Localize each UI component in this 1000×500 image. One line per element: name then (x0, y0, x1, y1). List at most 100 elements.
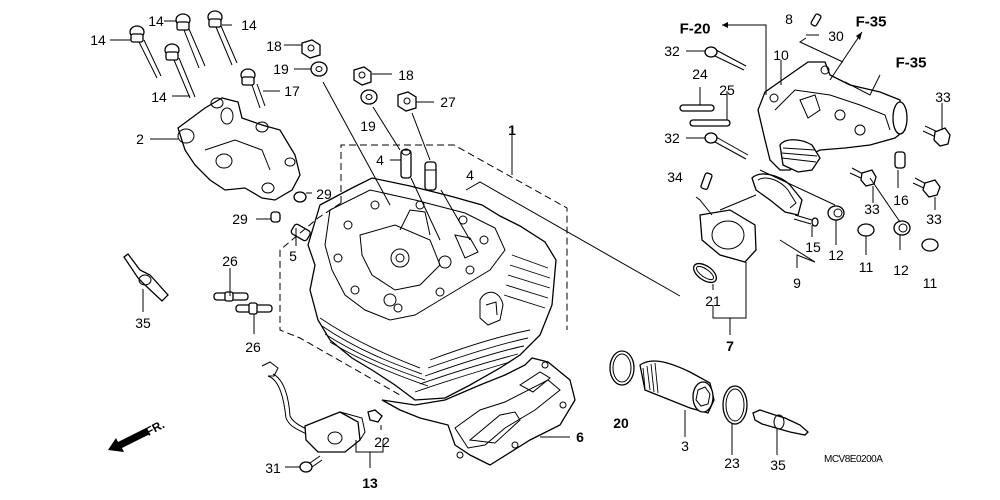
callout-30[interactable]: 30 (828, 28, 844, 44)
bolt-33-b[interactable] (849, 167, 877, 187)
callout-19[interactable]: 19 (273, 61, 289, 77)
callout-18[interactable]: 18 (398, 67, 414, 83)
callout-17[interactable]: 17 (284, 83, 300, 99)
callout-29[interactable]: 29 (316, 186, 332, 202)
sensor-8[interactable] (810, 13, 822, 27)
reference-f35-a[interactable]: F-35 (855, 13, 887, 31)
nut-27[interactable] (397, 91, 417, 112)
stud-bolt-26-b[interactable] (235, 302, 273, 315)
callout-12[interactable]: 12 (893, 262, 909, 278)
callout-4[interactable]: 4 (376, 152, 384, 168)
callout-10[interactable]: 10 (773, 47, 789, 63)
callout-32[interactable]: 32 (664, 130, 680, 146)
callout-8[interactable]: 8 (785, 11, 793, 27)
callout-5[interactable]: 5 (289, 248, 297, 264)
dowel-pin-29-a[interactable] (293, 191, 307, 203)
o-ring-20[interactable] (609, 350, 635, 386)
cylinder-head-1[interactable] (307, 177, 557, 401)
bolt-31[interactable] (299, 455, 323, 473)
collar-12-a[interactable] (827, 205, 845, 221)
callout-14[interactable]: 14 (151, 89, 167, 105)
nut-18-b[interactable] (353, 66, 372, 86)
clamp-16[interactable] (894, 151, 906, 169)
callout-12[interactable]: 12 (828, 247, 844, 263)
nut-18-a[interactable] (301, 39, 321, 59)
bolt-32-a[interactable] (704, 46, 747, 71)
callout-16[interactable]: 16 (893, 192, 909, 208)
callout-11[interactable]: 11 (858, 259, 874, 275)
bolt-33-c[interactable] (912, 177, 941, 198)
callout-3[interactable]: 3 (681, 438, 689, 454)
drawing-code: MCV8E0200A (824, 454, 883, 465)
callout-15[interactable]: 15 (805, 239, 821, 255)
valve-guide-4-b[interactable] (424, 161, 437, 191)
callout-11[interactable]: 11 (922, 275, 938, 291)
callout-29[interactable]: 29 (232, 211, 248, 227)
callout-14[interactable]: 14 (148, 13, 164, 29)
callout-33[interactable]: 33 (926, 211, 942, 227)
callout-9[interactable]: 9 (793, 275, 801, 291)
callout-25[interactable]: 25 (719, 82, 735, 98)
bolt-14-a[interactable] (129, 25, 162, 79)
callout-13[interactable]: 13 (362, 475, 378, 491)
callout-35[interactable]: 35 (770, 457, 786, 473)
stud-bolt-26-a[interactable] (213, 291, 249, 302)
bolt-14-d[interactable] (164, 43, 196, 99)
washer-19-b[interactable] (360, 89, 378, 105)
stud-25[interactable] (689, 119, 731, 127)
cam-pulse-generator-13[interactable] (261, 361, 366, 453)
callout-22[interactable]: 22 (374, 434, 390, 450)
callout-35[interactable]: 35 (135, 315, 151, 331)
rocker-arm-holder-2[interactable] (177, 97, 301, 201)
callout-24[interactable]: 24 (692, 66, 708, 82)
cover-34-assembly[interactable] (699, 172, 757, 263)
callout-2[interactable]: 2 (136, 131, 144, 147)
callout-1[interactable]: 1 (508, 122, 516, 138)
callout-31[interactable]: 31 (265, 460, 281, 476)
cap-11-b[interactable] (921, 238, 939, 252)
gasket-9[interactable] (751, 173, 803, 216)
callout-21[interactable]: 21 (705, 293, 721, 309)
bolt-33-a[interactable] (922, 125, 951, 147)
callout-27[interactable]: 27 (440, 94, 456, 110)
valve-guide-4-a[interactable] (400, 148, 412, 179)
callout-33[interactable]: 33 (864, 201, 880, 217)
callout-18[interactable]: 18 (266, 38, 282, 54)
callout-14[interactable]: 14 (241, 17, 257, 33)
o-ring-23[interactable] (722, 385, 748, 425)
bolt-32-b[interactable] (704, 132, 749, 160)
callout-4[interactable]: 4 (466, 167, 474, 183)
spark-plug-35-left[interactable] (123, 253, 169, 302)
tappet-adjuster-3[interactable] (639, 360, 715, 414)
callout-14[interactable]: 14 (90, 32, 106, 48)
o-ring-21[interactable] (690, 260, 719, 286)
front-direction-arrow-icon (108, 428, 150, 452)
callout-6[interactable]: 6 (576, 429, 584, 445)
spark-plug-35-right[interactable] (752, 409, 809, 436)
collar-12-b[interactable] (893, 220, 911, 236)
washer-19-a[interactable] (310, 61, 328, 77)
o-ring-22[interactable] (367, 409, 383, 423)
leader-lines (110, 20, 943, 468)
callout-19[interactable]: 19 (360, 118, 376, 134)
callout-26[interactable]: 26 (245, 339, 261, 355)
callout-34[interactable]: 34 (667, 169, 683, 185)
reference-f35-b[interactable]: F-35 (895, 54, 927, 72)
bolt-14-c[interactable] (207, 10, 238, 66)
callout-32[interactable]: 32 (664, 43, 680, 59)
callout-20[interactable]: 20 (613, 415, 629, 431)
callout-33[interactable]: 33 (935, 89, 951, 105)
callout-7[interactable]: 7 (726, 338, 734, 354)
bolt-14-b[interactable] (175, 13, 206, 69)
reference-f20[interactable]: F-20 (679, 20, 711, 38)
stud-24[interactable] (679, 104, 715, 112)
callout-26[interactable]: 26 (222, 253, 238, 269)
cap-11-a[interactable] (857, 223, 875, 237)
intake-boot[interactable] (779, 139, 821, 173)
insulator-10[interactable] (757, 61, 908, 171)
callout-23[interactable]: 23 (724, 455, 740, 471)
bolt-17[interactable] (240, 68, 266, 109)
cylinder-head-gasket-6[interactable] (381, 357, 576, 466)
bolt-15[interactable] (793, 214, 819, 227)
dowel-pin-29-b[interactable] (270, 211, 281, 223)
